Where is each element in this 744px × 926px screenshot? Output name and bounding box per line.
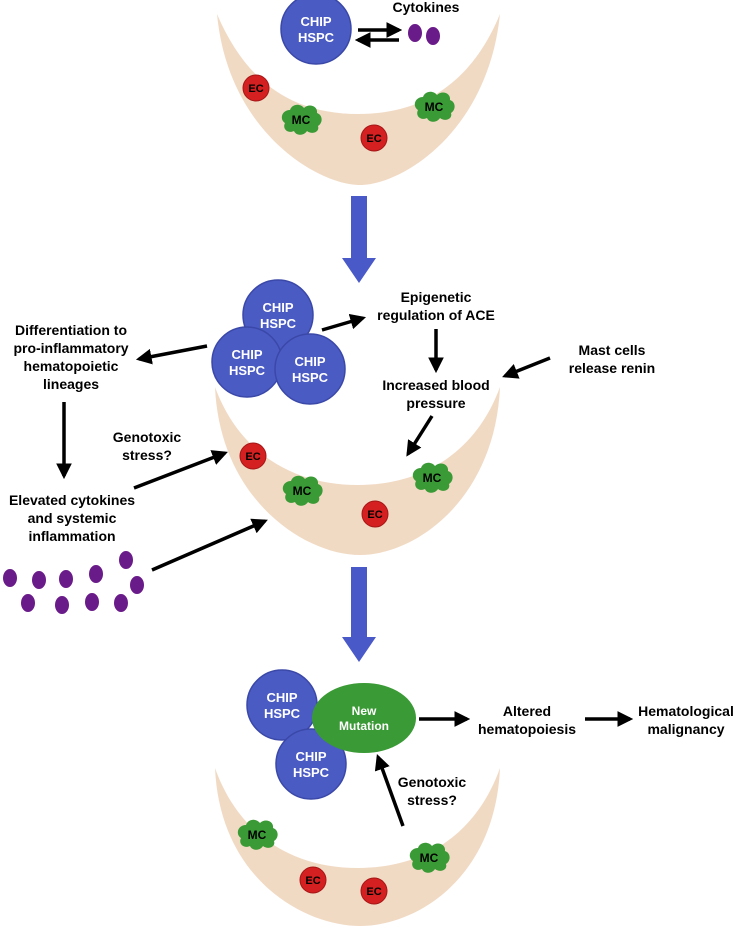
ec-cell: EC (242, 74, 270, 102)
elevated-cytokines-label-2: and systemic (28, 510, 117, 526)
flow-arrow-1 (342, 196, 376, 283)
cytokine (114, 594, 128, 612)
svg-text:MC: MC (425, 100, 444, 114)
panel-1-niche: CHIP HSPC Cytokines EC EC MC MC (217, 0, 500, 185)
chip-hspc-cell: CHIP HSPC (280, 0, 352, 65)
epigenetic-label: Epigenetic (401, 289, 472, 305)
hspc-label: HSPC (298, 30, 335, 45)
cytokine (3, 569, 17, 587)
svg-text:MC: MC (293, 484, 312, 498)
differentiation-label-2: pro-inflammatory (13, 340, 128, 356)
differentiation-label-4: lineages (43, 376, 99, 392)
svg-text:EC: EC (366, 886, 381, 898)
bone-marrow-niche-3 (215, 768, 500, 926)
elevated-cytokines-label-3: inflammation (28, 528, 115, 544)
ec-cell: EC (360, 124, 388, 152)
bone-marrow-niche-1 (217, 14, 500, 185)
arrow-cytokines-to-niche (151, 518, 268, 572)
svg-text:CHIP: CHIP (262, 300, 293, 315)
ec-cell: EC (360, 877, 388, 905)
svg-text:HSPC: HSPC (229, 363, 266, 378)
malignancy-label: Hematological (638, 703, 734, 719)
svg-text:EC: EC (305, 875, 320, 887)
mc-cell: MC (282, 475, 323, 506)
svg-text:MC: MC (423, 471, 442, 485)
svg-text:HSPC: HSPC (260, 316, 297, 331)
cytokine (89, 565, 103, 583)
svg-text:MC: MC (292, 113, 311, 127)
svg-text:HSPC: HSPC (264, 706, 301, 721)
ec-cell: EC (299, 866, 327, 894)
cytokine (55, 596, 69, 614)
arrow-to-epigenetic (321, 313, 367, 332)
genotoxic-label-panel3: Genotoxic (398, 774, 467, 790)
panel-3-niche: CHIP HSPC CHIP HSPC New Mutation Altered… (215, 669, 734, 926)
epigenetic-label-2: regulation of ACE (377, 307, 495, 323)
chip-hspc-cell: CHIP HSPC (211, 326, 283, 398)
svg-text:MC: MC (248, 828, 267, 842)
new-mutation-cell: New Mutation (312, 683, 416, 753)
altered-label: Altered (503, 703, 551, 719)
mc-cell: MC (237, 819, 278, 850)
svg-text:New: New (352, 704, 377, 718)
panel-2-niche: CHIP HSPC CHIP HSPC CHIP HSPC Epigenetic… (3, 279, 655, 614)
blood-pressure-label: Increased blood (382, 377, 489, 393)
arrow-bp-to-niche (406, 415, 434, 457)
ec-cell: EC (361, 500, 389, 528)
differentiation-label: Differentiation to (15, 322, 127, 338)
mc-cell: MC (412, 462, 453, 493)
mc-cell: MC (281, 104, 322, 135)
altered-label-2: hematopoiesis (478, 721, 576, 737)
cytokine (21, 594, 35, 612)
cytokine (85, 593, 99, 611)
arrow-mast-to-bp (502, 356, 551, 379)
svg-text:CHIP: CHIP (294, 354, 325, 369)
svg-text:Mutation: Mutation (339, 719, 389, 733)
mast-cells-label-2: release renin (569, 360, 655, 376)
mc-cell: MC (409, 842, 450, 873)
chip-hspc-cell: CHIP HSPC (274, 333, 346, 405)
arrow-genotoxic-to-mutation (374, 754, 405, 827)
chip-label: CHIP (300, 14, 331, 29)
cytokine (408, 24, 422, 42)
svg-text:HSPC: HSPC (292, 370, 329, 385)
cytokine-cluster (3, 551, 144, 614)
cytokine (32, 571, 46, 589)
ec-cell: EC (239, 442, 267, 470)
mast-cells-label: Mast cells (579, 342, 646, 358)
svg-text:EC: EC (248, 83, 263, 95)
genotoxic-label: Genotoxic (113, 429, 182, 445)
mc-cell: MC (414, 91, 455, 122)
arrow-to-differentiation (135, 344, 208, 365)
svg-text:EC: EC (245, 451, 260, 463)
malignancy-label-2: malignancy (647, 721, 724, 737)
chip-hspc-cell: CHIP HSPC (275, 728, 347, 800)
svg-text:EC: EC (367, 509, 382, 521)
arrow-genotoxic-to-niche (133, 450, 228, 490)
cytokine (426, 27, 440, 45)
elevated-cytokines-label: Elevated cytokines (9, 492, 135, 508)
chip-hspc-cell: CHIP HSPC (246, 669, 318, 741)
cytokines-label: Cytokines (393, 0, 460, 15)
flow-arrow-2 (342, 567, 376, 662)
cytokine (59, 570, 73, 588)
genotoxic-label-2: stress? (122, 447, 172, 463)
svg-text:EC: EC (366, 133, 381, 145)
svg-text:MC: MC (420, 851, 439, 865)
svg-text:CHIP: CHIP (231, 347, 262, 362)
cytokine (130, 576, 144, 594)
svg-text:HSPC: HSPC (293, 765, 330, 780)
differentiation-label-3: hematopoietic (24, 358, 119, 374)
bone-marrow-niche-2 (215, 387, 500, 555)
genotoxic-label-panel3-2: stress? (407, 792, 457, 808)
svg-text:CHIP: CHIP (266, 690, 297, 705)
cytokine (119, 551, 133, 569)
blood-pressure-label-2: pressure (406, 395, 465, 411)
svg-text:CHIP: CHIP (295, 749, 326, 764)
